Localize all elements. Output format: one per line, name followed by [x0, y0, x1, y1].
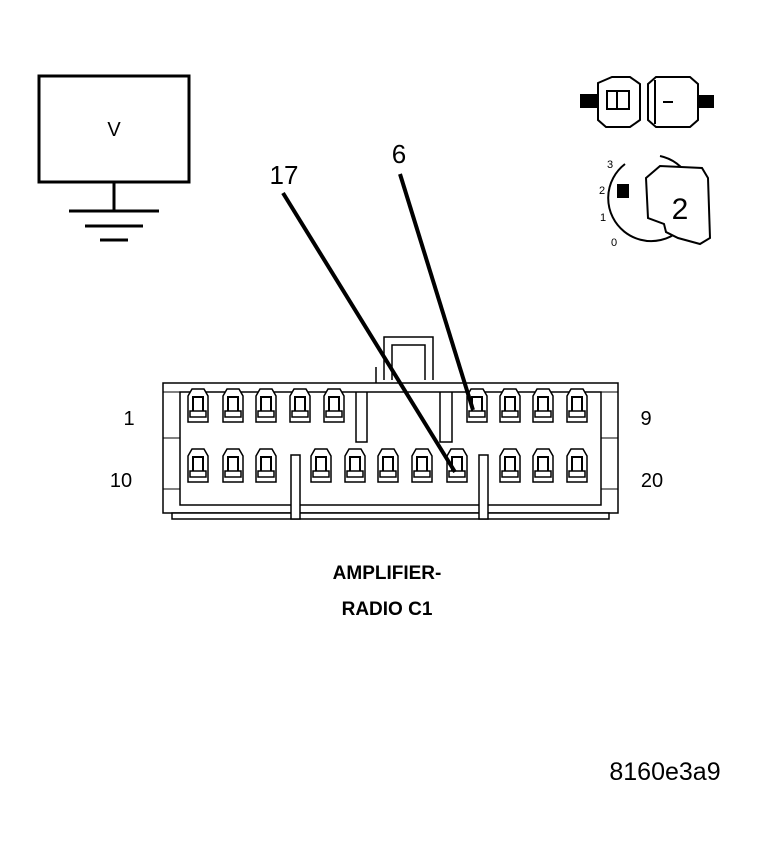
- pin-label-1: 1: [123, 408, 134, 430]
- terminal-cavity: [187, 448, 209, 483]
- figure-code: 8160e3a9: [609, 758, 720, 786]
- terminal-cavity: [411, 448, 433, 483]
- terminal-cavity: [377, 448, 399, 483]
- terminal-cavity: [310, 448, 332, 483]
- pin-label-9: 9: [640, 408, 651, 430]
- connector-pins-top-row: [187, 388, 588, 423]
- connector-pins-bottom-row: [187, 448, 588, 483]
- voltmeter-label: V: [107, 119, 121, 141]
- terminal-cavity: [255, 448, 277, 483]
- terminal-cavity: [187, 388, 209, 423]
- ignition-selected-position: 2: [672, 193, 689, 226]
- ignition-position-1: 1: [600, 212, 606, 224]
- terminal-cavity: [344, 448, 366, 483]
- terminal-cavity: [566, 448, 588, 483]
- pointer-label-17: 17: [270, 160, 299, 190]
- terminal-cavity: [222, 388, 244, 423]
- pin-label-10: 10: [110, 470, 132, 492]
- terminal-cavity: [222, 448, 244, 483]
- ignition-position-0: 0: [611, 237, 617, 249]
- connector-name-line2: RADIO C1: [342, 599, 433, 620]
- terminal-cavity: [255, 388, 277, 423]
- terminal-cavity: [289, 388, 311, 423]
- ignition-position-2: 2: [599, 185, 605, 197]
- terminal-cavity: [566, 388, 588, 423]
- probe-line-17: [281, 191, 457, 474]
- terminal-cavity: [499, 388, 521, 423]
- terminal-cavity: [323, 388, 345, 423]
- terminal-cavity: [466, 388, 488, 423]
- connector-disconnected-icon: [580, 76, 714, 128]
- probe-line-6: [398, 173, 475, 411]
- terminal-cavity: [532, 448, 554, 483]
- connector-name-line1: AMPLIFIER-: [333, 563, 442, 584]
- terminal-cavity: [532, 388, 554, 423]
- pointer-label-6: 6: [392, 139, 406, 169]
- ignition-switch-icon: [607, 155, 712, 246]
- terminal-cavity: [499, 448, 521, 483]
- voltmeter-icon: [37, 74, 191, 242]
- terminal-cavity: [446, 448, 468, 483]
- pin-label-20: 20: [641, 470, 663, 492]
- ignition-position-3: 3: [607, 159, 613, 171]
